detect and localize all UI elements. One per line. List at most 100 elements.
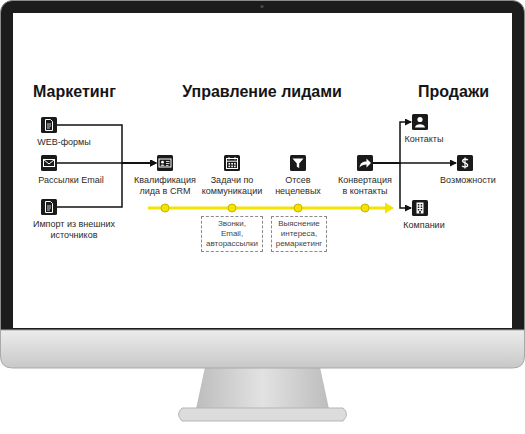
node-label: Отсев нецелевых [268, 175, 328, 197]
timeline-dot [294, 204, 302, 212]
icon-glyph [44, 160, 55, 165]
stage-item: Импорт из внешних источников [29, 199, 119, 241]
icon-box [457, 155, 473, 171]
node-label: WEB-формы [28, 137, 100, 148]
icon-glyph [234, 166, 236, 168]
icon-glyph [418, 207, 420, 209]
node-icon [41, 117, 57, 133]
stage-item: Квалификация лида в CRM [131, 155, 199, 197]
column-heading: Маркетинг [33, 83, 116, 101]
icon-glyph [421, 204, 423, 206]
icon-symbol [457, 155, 473, 171]
icon-glyph [227, 159, 238, 169]
node-label: Контакты [392, 134, 456, 145]
node-label: Рассылки Email [25, 175, 117, 186]
icon-glyph [293, 159, 304, 169]
icon-box [224, 155, 240, 171]
node-icon [224, 155, 240, 171]
node-label: Задачи по коммуникации [198, 175, 266, 197]
note-box: Звонки, Email, авторассылки [201, 216, 263, 252]
timeline-dot [161, 204, 169, 212]
timeline-dot [228, 204, 236, 212]
node-label: Конвертация в контакты [335, 175, 396, 197]
timeline-line [148, 207, 386, 210]
note-text: Звонки, Email, авторассылки [206, 219, 258, 249]
screen [13, 13, 512, 328]
stage-item: Рассылки Email [25, 155, 117, 186]
column-heading: Продажи [418, 83, 489, 101]
icon-glyph [159, 159, 171, 167]
icon-glyph [229, 166, 231, 168]
icon-box [357, 155, 373, 171]
node-icon [157, 155, 173, 171]
node-icon [41, 199, 57, 215]
node-label: Компании [392, 220, 456, 231]
flow-connector [373, 163, 411, 208]
icon-box [290, 155, 306, 171]
stage-item: WEB-формы [28, 117, 100, 148]
icon-glyph [421, 207, 423, 209]
icon-glyph [46, 202, 53, 213]
icon-box [412, 114, 428, 130]
icon-glyph [417, 117, 422, 122]
icon-symbol [412, 114, 428, 130]
icon-glyph [161, 165, 165, 166]
icon-glyph [47, 206, 51, 210]
icon-glyph [44, 160, 55, 167]
camera-dot [260, 5, 263, 8]
icon-symbol [157, 155, 173, 171]
stage-item: Конвертация в контакты [335, 155, 396, 197]
note-box: Выяснение интереса, ремаркетинг [271, 216, 328, 252]
stage-item: Задачи по коммуникации [198, 155, 266, 197]
node-icon [357, 155, 373, 171]
icon-box [157, 155, 173, 171]
node-label: Квалификация лида в CRM [131, 175, 199, 197]
icon-box [412, 200, 428, 216]
stage-item: Возможности [432, 155, 504, 186]
icon-symbol [41, 117, 57, 133]
timeline-dot [361, 204, 369, 212]
icon-glyph [418, 209, 420, 211]
icon-glyph [47, 124, 51, 128]
stage-item: Контакты [392, 114, 456, 145]
icon-glyph [229, 163, 231, 165]
icon-glyph [161, 161, 164, 164]
monitor-chin [1, 330, 525, 368]
icon-box [41, 117, 57, 133]
column-heading: Управление лидами [182, 83, 342, 101]
icon-glyph [464, 158, 465, 169]
icon-box [41, 199, 57, 215]
icon-glyph [231, 166, 233, 168]
node-label: Импорт из внешних источников [29, 219, 119, 241]
icon-symbol [41, 199, 57, 215]
stage-item: Компании [392, 200, 456, 231]
monitor-neck [196, 367, 329, 409]
node-icon [290, 155, 306, 171]
icon-glyph [46, 120, 53, 131]
monitor-base [179, 408, 347, 421]
icon-symbol [357, 155, 373, 171]
icon-glyph [417, 203, 424, 214]
stage-item: Отсев нецелевых [268, 155, 328, 197]
icon-glyph [421, 209, 423, 211]
icon-box [41, 155, 57, 171]
icon-glyph [166, 162, 170, 166]
icon-glyph [415, 124, 425, 127]
icon-glyph [234, 163, 236, 165]
node-icon [41, 155, 57, 171]
icon-glyph [227, 157, 238, 161]
node-icon [457, 155, 473, 171]
icon-glyph [419, 211, 421, 214]
node-icon [412, 114, 428, 130]
icon-symbol [224, 155, 240, 171]
icon-symbol [290, 155, 306, 171]
icon-symbol [41, 155, 57, 171]
icon-glyph [418, 204, 420, 206]
note-text: Выяснение интереса, ремаркетинг [276, 219, 323, 249]
icon-symbol [412, 200, 428, 216]
timeline-arrowhead [385, 203, 394, 214]
monitor-bezel [1, 1, 525, 346]
icon-glyph [231, 163, 233, 165]
icon-glyph [360, 159, 372, 168]
